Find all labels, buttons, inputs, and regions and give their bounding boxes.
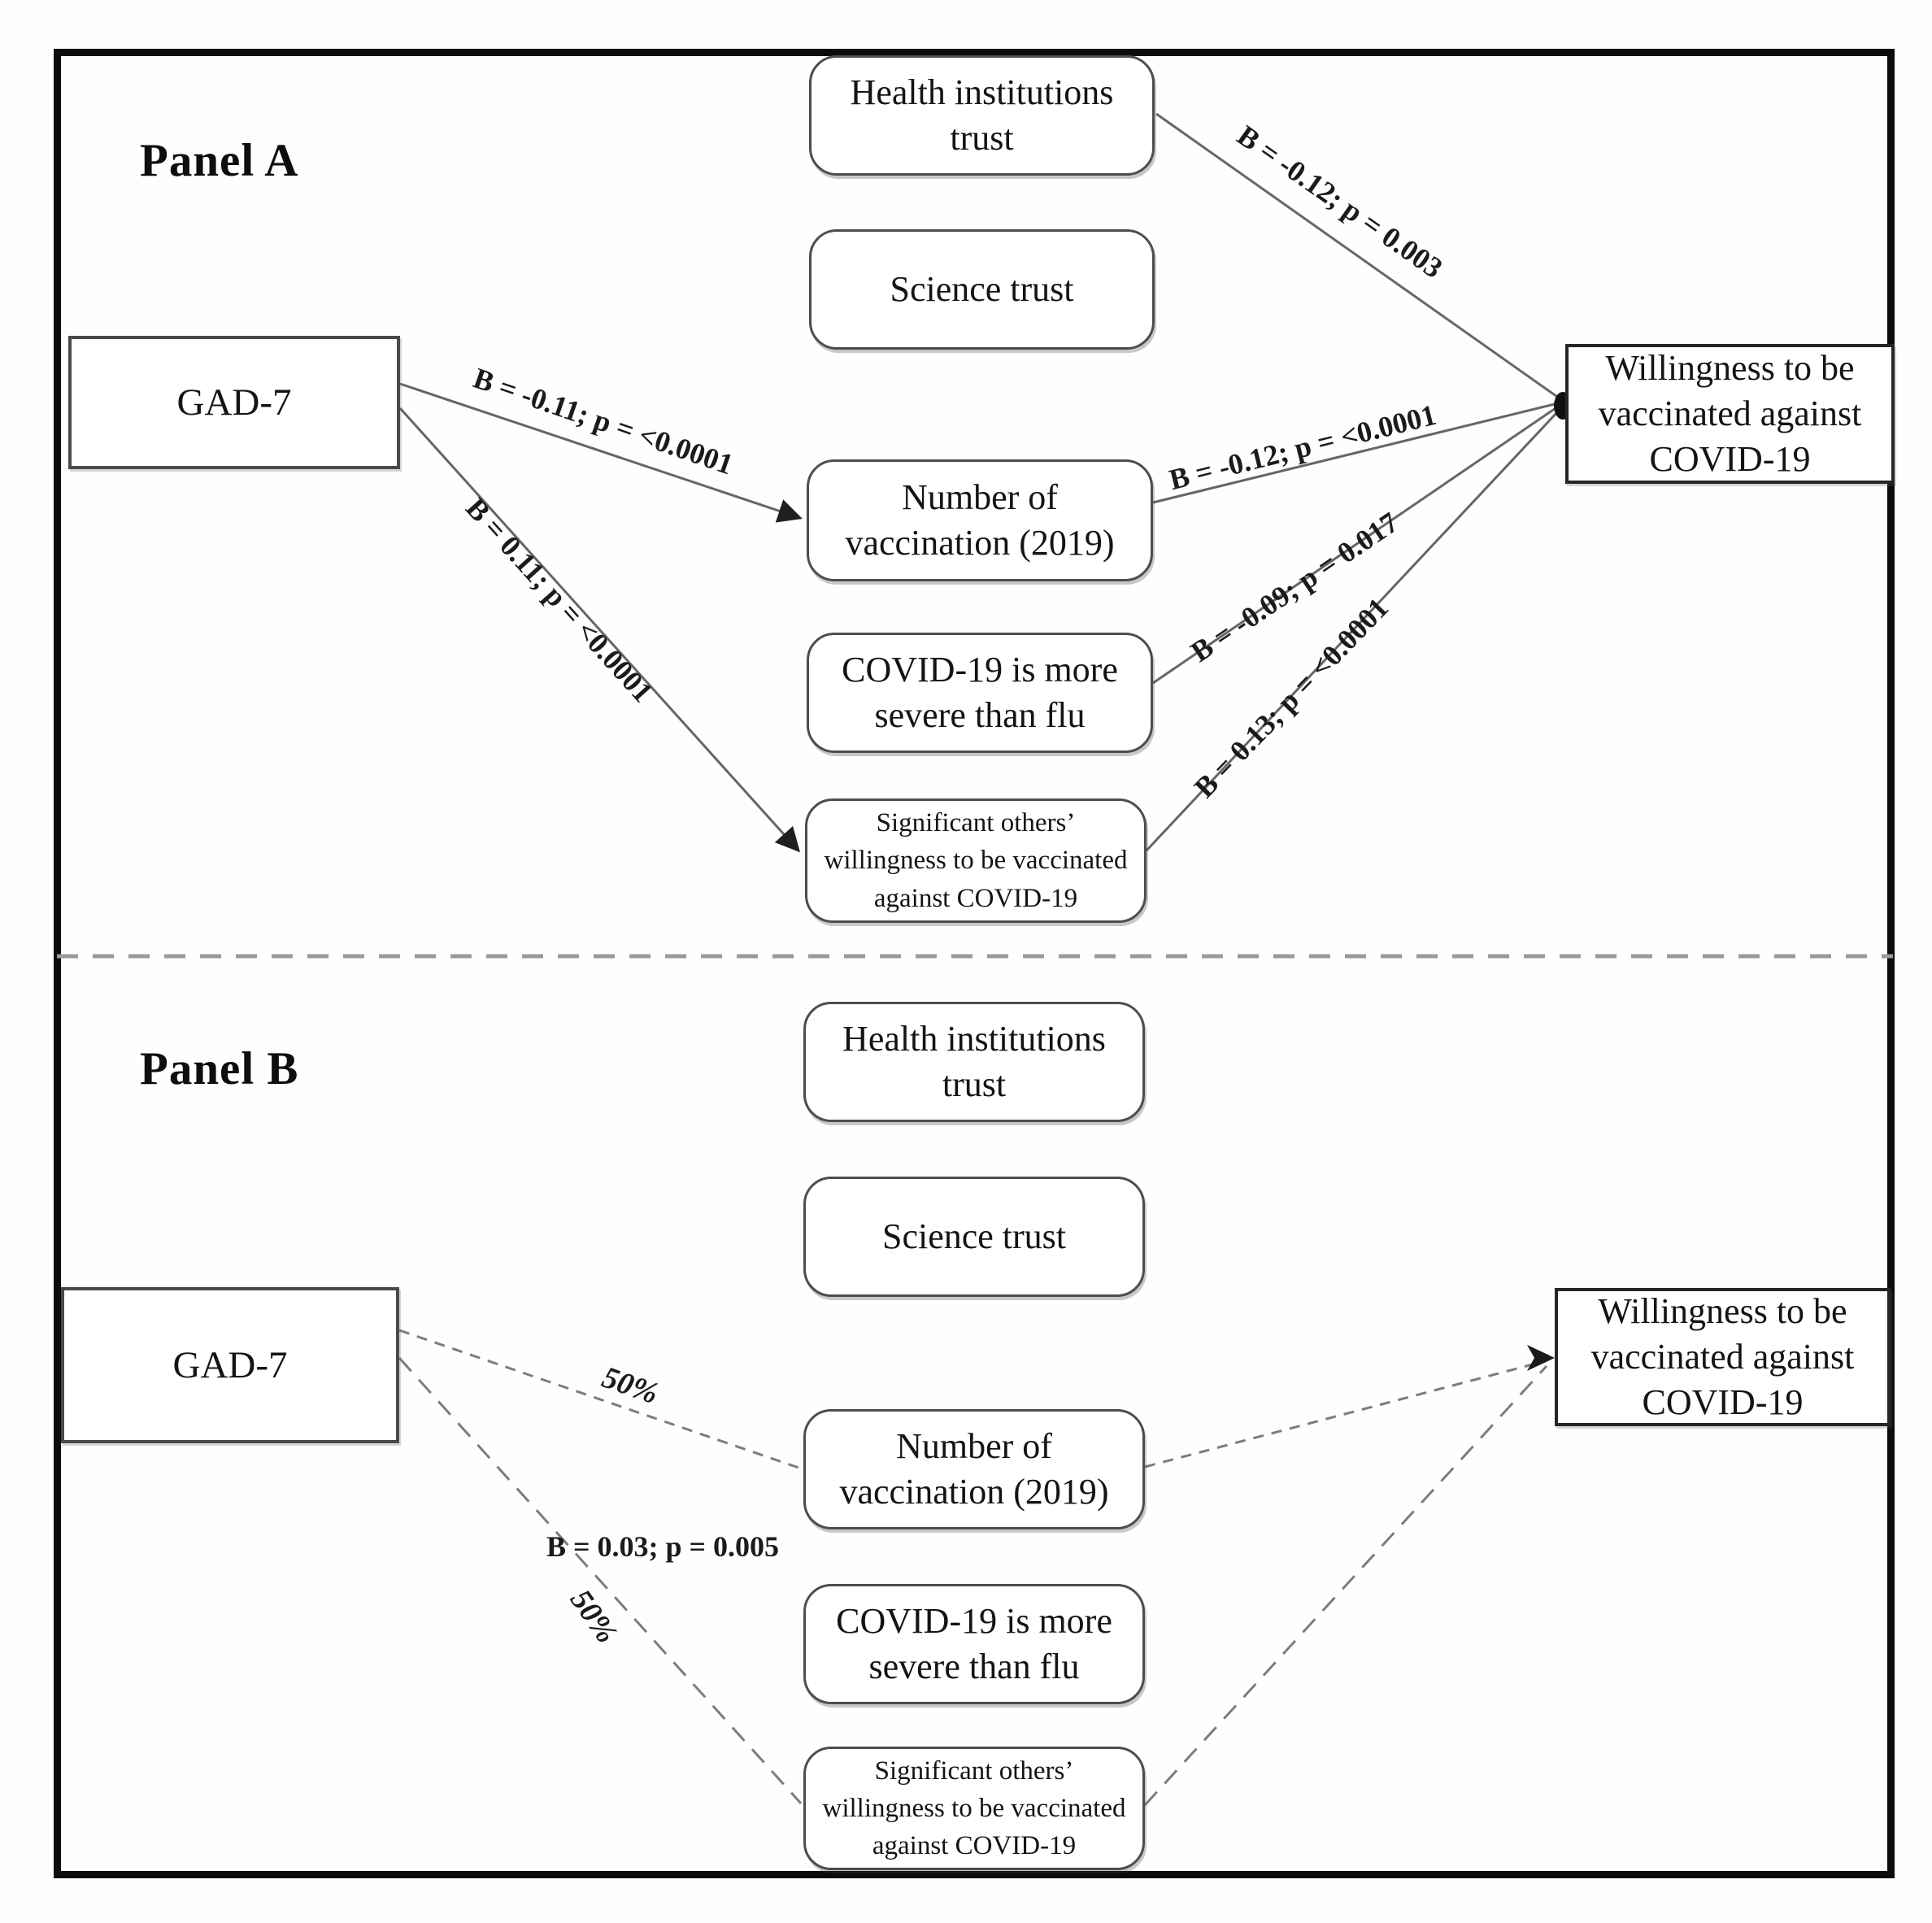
panel-b-box-science-trust: Science trust xyxy=(803,1177,1145,1297)
panel-b-box-health-institutions-trust: Health institutions trust xyxy=(803,1002,1145,1122)
panel-b-box-gad7: GAD-7 xyxy=(61,1287,399,1443)
panel-a-label: Panel A xyxy=(140,135,299,186)
panel-b-label: Panel B xyxy=(140,1043,299,1094)
panel-a-box-covid-more-severe: COVID-19 is more severe than flu xyxy=(807,633,1153,753)
panel-b-box-covid-more-severe: COVID-19 is more severe than flu xyxy=(803,1584,1145,1704)
panel-b-coeff-gad7-mediated: B = 0.03; p = 0.005 xyxy=(546,1530,780,1563)
panel-b-box-number-of-vaccination: Number of vaccination (2019) xyxy=(803,1409,1145,1529)
panel-a-box-willingness-covid19: Willingness to be vaccinated against COV… xyxy=(1565,344,1895,484)
panel-a-box-significant-others-willingness: Significant others’ willingness to be va… xyxy=(805,798,1147,923)
panel-a-box-gad7: GAD-7 xyxy=(68,336,400,469)
panel-b-box-willingness-covid19: Willingness to be vaccinated against COV… xyxy=(1555,1288,1891,1426)
panel-a-box-science-trust: Science trust xyxy=(809,229,1155,350)
panel-b-box-significant-others-willingness: Significant others’ willingness to be va… xyxy=(803,1747,1145,1870)
panel-a-box-health-institutions-trust: Health institutions trust xyxy=(809,55,1155,176)
panel-a-box-number-of-vaccination: Number of vaccination (2019) xyxy=(807,459,1153,581)
